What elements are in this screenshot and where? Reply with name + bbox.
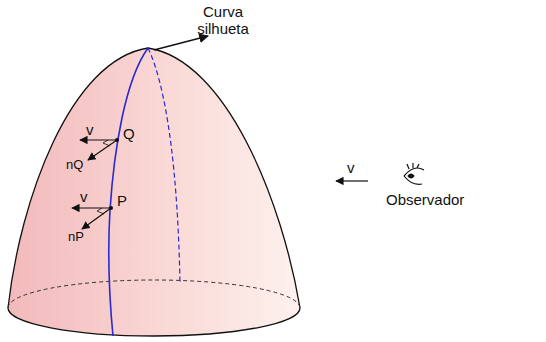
leader-arrow	[154, 36, 208, 50]
normal-label: nP	[68, 230, 84, 244]
vector-label: v	[80, 189, 88, 206]
silhouette-label: Curva silhueta	[186, 4, 260, 37]
normal-q	[88, 140, 117, 160]
vector-v	[80, 139, 117, 140]
base-back	[8, 280, 300, 308]
vector-label: v	[86, 122, 94, 139]
vector-label: v	[347, 160, 355, 177]
point-label: P	[117, 193, 127, 210]
right-angle	[103, 140, 110, 146]
paraboloid-surface	[8, 48, 300, 336]
eye-icon	[404, 163, 424, 184]
point-label: Q	[123, 126, 135, 143]
vector-v	[72, 207, 111, 208]
silhouette-back	[148, 48, 180, 283]
normal-p	[82, 208, 111, 229]
observer-label: Observador	[386, 192, 464, 209]
silhouette-curve	[109, 48, 148, 336]
normal-label: nQ	[66, 158, 83, 172]
right-angle	[97, 208, 104, 214]
vector-v	[336, 180, 368, 181]
